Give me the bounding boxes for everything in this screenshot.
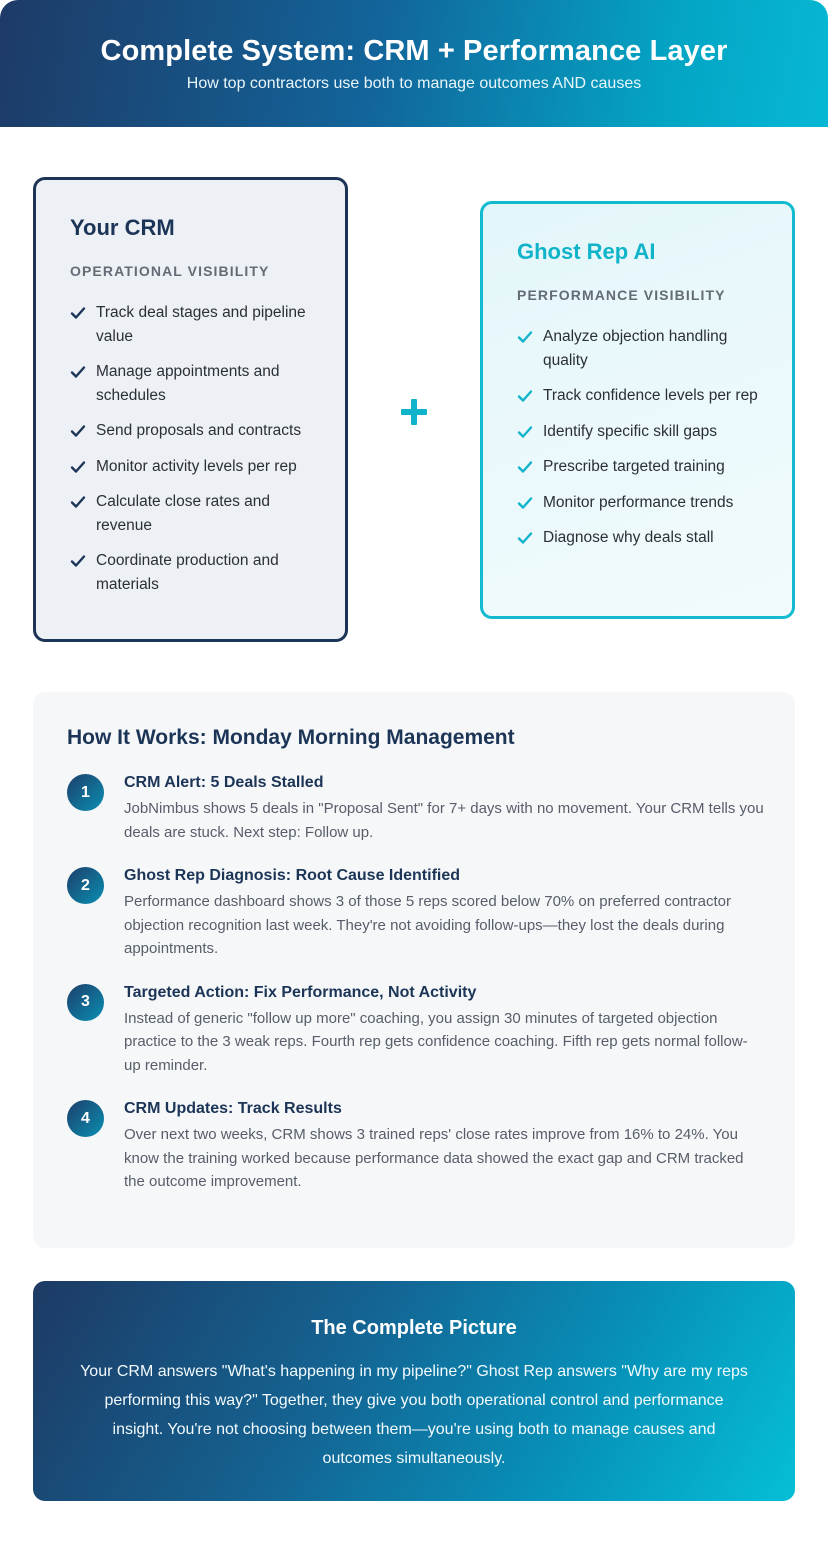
check-icon [517, 390, 533, 402]
step-item: 4 CRM Updates: Track Results Over next t… [67, 1099, 761, 1194]
check-icon [70, 425, 86, 437]
step-number-badge: 3 [67, 983, 104, 1021]
plus-icon [401, 399, 427, 425]
crm-feature-item: Coordinate production and materials [70, 549, 320, 596]
step-item: 2 Ghost Rep Diagnosis: Root Cause Identi… [67, 866, 761, 961]
complete-picture-body: Your CRM answers "What's happening in my… [80, 1363, 748, 1467]
crm-feature-item: Track deal stages and pipeline value [70, 301, 320, 348]
check-icon [70, 555, 86, 567]
ghost-rep-card-kicker: PERFORMANCE VISIBILITY [517, 287, 726, 303]
step-title: CRM Alert: 5 Deals Stalled [124, 774, 324, 791]
check-icon [70, 496, 86, 508]
ghost-rep-feature-item: Diagnose why deals stall [517, 526, 767, 550]
crm-feature-text: Monitor activity levels per rep [96, 457, 297, 475]
page-subtitle: How top contractors use both to manage o… [186, 75, 642, 92]
check-icon [517, 496, 533, 509]
ghost-rep-card-title: Ghost Rep AI [517, 239, 656, 264]
crm-card-title: Your CRM [70, 215, 175, 240]
step-number-badge: 4 [67, 1100, 104, 1137]
crm-feature-text: Coordinate production and materials [96, 552, 279, 593]
check-icon [70, 366, 86, 378]
ghost-rep-card: Ghost Rep AI PERFORMANCE VISIBILITY Anal… [480, 201, 795, 619]
crm-feature-text: Send proposals and contracts [96, 422, 302, 439]
ghost-rep-feature-text: Prescribe targeted training [543, 458, 725, 475]
check-icon [70, 460, 86, 473]
check-icon [70, 307, 86, 319]
ghost-rep-feature-text: Track confidence levels per rep [543, 387, 758, 404]
step-number-badge: 1 [67, 774, 104, 811]
check-icon [517, 425, 533, 438]
check-icon [517, 331, 533, 343]
check-icon [517, 532, 533, 544]
step-description: Over next two weeks, CRM shows 3 trained… [124, 1126, 744, 1190]
step-title: Targeted Action: Fix Performance, Not Ac… [124, 983, 477, 1001]
ghost-rep-feature-item: Monitor performance trends [517, 491, 767, 515]
complete-picture-panel: The Complete Picture Your CRM answers "W… [33, 1281, 795, 1501]
how-it-works-title: How It Works: Monday Morning Management [67, 726, 515, 749]
crm-feature-item: Send proposals and contracts [70, 419, 320, 443]
ghost-rep-feature-list: Analyze objection handling quality Track… [517, 325, 792, 550]
ghost-rep-feature-item: Identify specific skill gaps [517, 420, 767, 444]
crm-feature-text: Track deal stages and pipeline value [96, 304, 306, 345]
ghost-rep-feature-item: Track confidence levels per rep [517, 384, 767, 408]
crm-card: Your CRM OPERATIONAL VISIBILITY Track de… [33, 177, 348, 642]
crm-feature-text: Calculate close rates and revenue [96, 493, 271, 534]
step-title: Ghost Rep Diagnosis: Root Cause Identifi… [124, 867, 461, 884]
ghost-rep-feature-item: Prescribe targeted training [517, 455, 767, 479]
ghost-rep-feature-text: Diagnose why deals stall [543, 529, 714, 546]
crm-feature-item: Calculate close rates and revenue [70, 490, 320, 537]
crm-feature-list: Track deal stages and pipeline value Man… [70, 301, 345, 596]
step-item: 3 Targeted Action: Fix Performance, Not … [67, 983, 761, 1078]
step-title: CRM Updates: Track Results [124, 1100, 342, 1117]
crm-card-kicker: OPERATIONAL VISIBILITY [70, 263, 270, 279]
check-icon [517, 461, 533, 473]
crm-feature-text: Manage appointments and schedules [96, 363, 280, 404]
step-number-badge: 2 [67, 867, 104, 904]
step-description: JobNimbus shows 5 deals in "Proposal Sen… [124, 800, 764, 841]
ghost-rep-feature-text: Monitor performance trends [543, 493, 734, 511]
how-it-works-panel: How It Works: Monday Morning Management … [33, 692, 795, 1248]
crm-feature-item: Monitor activity levels per rep [70, 455, 320, 479]
step-item: 1 CRM Alert: 5 Deals Stalled JobNimbus s… [67, 773, 764, 844]
crm-feature-item: Manage appointments and schedules [70, 360, 320, 407]
page-title: Complete System: CRM + Performance Layer [100, 35, 728, 67]
step-description: Instead of generic "follow up more" coac… [124, 1009, 748, 1074]
ghost-rep-feature-item: Analyze objection handling quality [517, 325, 767, 372]
header-banner: Complete System: CRM + Performance Layer… [0, 0, 828, 127]
complete-picture-title: The Complete Picture [311, 1317, 517, 1339]
ghost-rep-feature-text: Identify specific skill gaps [543, 422, 718, 440]
ghost-rep-feature-text: Analyze objection handling quality [543, 328, 728, 369]
step-description: Performance dashboard shows 3 of those 5… [124, 893, 732, 957]
